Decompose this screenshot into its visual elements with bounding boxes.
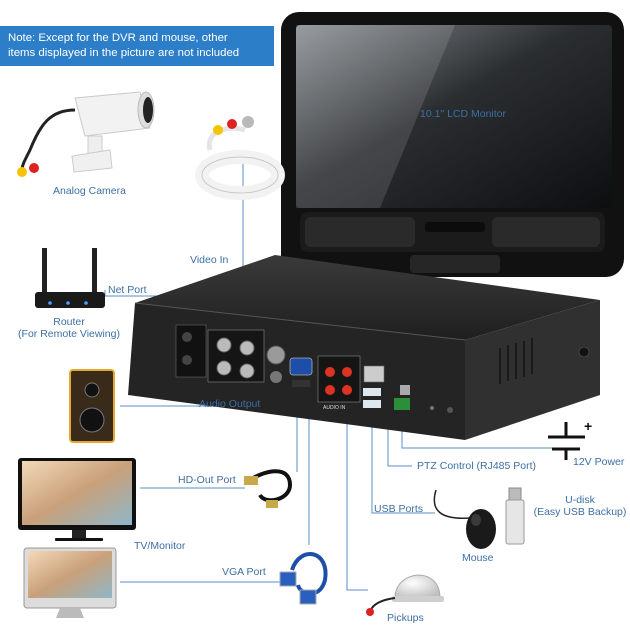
- note-banner: Note: Except for the DVR and mouse, othe…: [0, 26, 274, 66]
- net-port-label: Net Port: [108, 284, 147, 296]
- dvr-recorder: [128, 255, 600, 440]
- router-label-line-1: Router: [53, 316, 85, 328]
- power-plus-sign: +: [584, 418, 593, 434]
- note-line-1: Note: Except for the DVR and mouse, othe…: [8, 32, 228, 44]
- note-line-2: items displayed in the picture are not i…: [8, 46, 240, 59]
- router-label-line-2: (For Remote Viewing): [18, 328, 120, 340]
- speaker: [69, 369, 115, 443]
- udisk-label: U-disk (Easy USB Backup): [528, 494, 630, 518]
- power-label: 12V Power: [573, 456, 625, 468]
- pickups-label: Pickups: [387, 612, 424, 624]
- monitor-label: 10.1" LCD Monitor: [420, 108, 507, 120]
- vga-port-label: VGA Port: [222, 566, 266, 578]
- power-symbol: [548, 422, 585, 460]
- camera-label: Analog Camera: [53, 185, 126, 197]
- router-label: Router (For Remote Viewing): [8, 316, 130, 340]
- analog-camera: [17, 91, 155, 177]
- lcd-monitor: [281, 12, 624, 277]
- vga-cable: [279, 552, 328, 605]
- usb-ports-label: USB Ports: [374, 503, 424, 515]
- hd-out-label: HD-Out Port: [178, 474, 236, 486]
- wifi-router: [35, 248, 105, 308]
- bnc-cable-coil: [195, 116, 285, 200]
- mouse-label: Mouse: [462, 552, 494, 564]
- pickup-microphone: [366, 574, 444, 616]
- tv-monitor: [18, 458, 136, 541]
- line-usb: [371, 410, 435, 514]
- audio-in-port-label: AUDIO IN: [323, 405, 346, 411]
- ptz-control-label: PTZ Control (RJ485 Port): [417, 460, 537, 472]
- line-pickups: [346, 395, 368, 591]
- video-in-label: Video In: [190, 254, 229, 266]
- vga-monitor: [23, 547, 117, 618]
- usb-flash-drive: [505, 487, 525, 545]
- hdmi-cable: [244, 469, 293, 508]
- audio-output-label: Audio Output: [199, 398, 261, 410]
- tv-monitor-label: TV/Monitor: [134, 540, 186, 552]
- usb-mouse: [433, 489, 496, 549]
- udisk-label-line-1: U-disk: [565, 494, 595, 506]
- udisk-label-line-2: (Easy USB Backup): [533, 506, 627, 518]
